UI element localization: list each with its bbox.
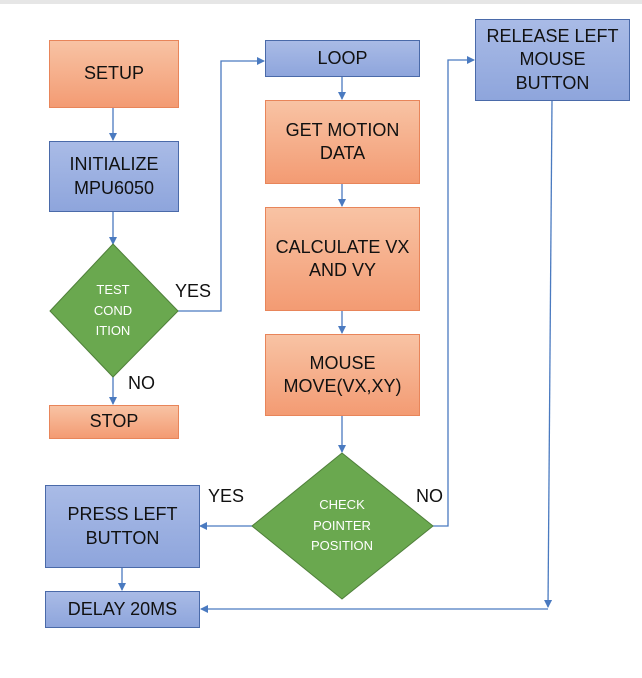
check-pointer-label: CHECK POINTER POSITION <box>310 496 374 554</box>
stop-label: STOP <box>89 411 139 432</box>
setup-label: SETUP <box>83 63 144 84</box>
calculate-label: CALCULATE VX AND VY <box>275 236 410 280</box>
arrow-check-to-release <box>433 56 475 527</box>
loop-label: LOOP <box>317 47 368 68</box>
loop-box: LOOP <box>265 40 420 77</box>
stop-box: STOP <box>49 405 179 439</box>
delay-label: DELAY 20MS <box>67 598 178 619</box>
arrow-release-down <box>544 100 553 608</box>
test-condition-diamond <box>49 243 179 378</box>
test-no-label: NO <box>128 373 155 393</box>
setup-box: SETUP <box>49 40 179 108</box>
test-yes-label: YES <box>175 281 212 301</box>
mouse-move-box: MOUSE MOVE(VX,XY) <box>265 334 420 416</box>
calculate-box: CALCULATE VX AND VY <box>265 207 420 311</box>
get-motion-label: GET MOTION DATA <box>285 119 400 163</box>
window-top-edge <box>0 0 642 4</box>
initialize-label: INITIALIZE MPU6050 <box>69 154 159 198</box>
release-left-box: RELEASE LEFT MOUSE BUTTON <box>475 19 630 101</box>
initialize-box: INITIALIZE MPU6050 <box>49 141 179 212</box>
test-condition-label: TEST COND ITION <box>93 281 133 339</box>
get-motion-box: GET MOTION DATA <box>265 100 420 184</box>
check-pointer-diamond <box>251 452 434 600</box>
delay-box: DELAY 20MS <box>45 591 200 628</box>
check-yes-label: YES <box>208 486 245 506</box>
press-left-label: PRESS LEFT BUTTON <box>67 504 178 548</box>
press-left-box: PRESS LEFT BUTTON <box>45 485 200 568</box>
mouse-move-label: MOUSE MOVE(VX,XY) <box>283 352 402 396</box>
arrow-test-to-loop <box>178 57 265 312</box>
check-no-label: NO <box>416 486 443 506</box>
release-left-label: RELEASE LEFT MOUSE BUTTON <box>486 25 619 93</box>
